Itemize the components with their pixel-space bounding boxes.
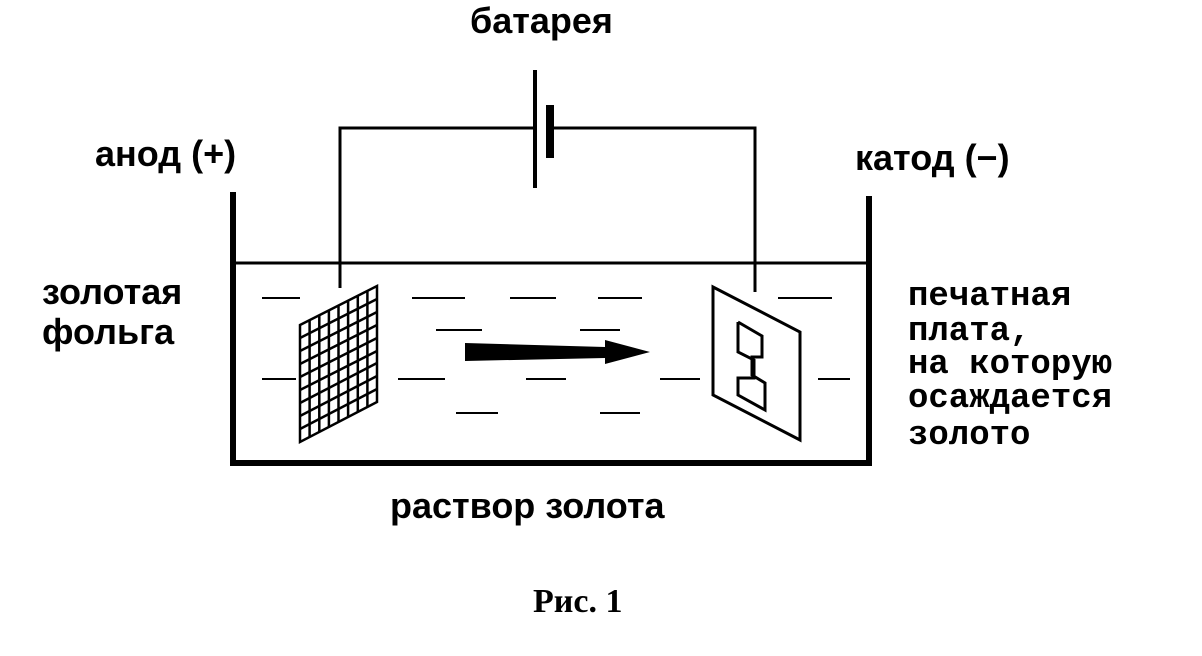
circuit-wires bbox=[338, 126, 757, 292]
gold-foil-label-line-2: фольга bbox=[42, 311, 175, 352]
battery-label: батарея bbox=[470, 0, 613, 41]
gold-foil-mesh bbox=[298, 283, 379, 445]
gold-foil-label-line-1: золотая bbox=[42, 271, 182, 312]
board-label-line-4: осаждается bbox=[908, 380, 1112, 418]
solution-label: раствор золота bbox=[390, 485, 666, 526]
cathode-label: катод (−) bbox=[855, 137, 1010, 178]
battery-symbol bbox=[533, 70, 554, 188]
figure-caption: Рис. 1 bbox=[533, 583, 622, 620]
tank bbox=[230, 192, 872, 466]
board-label-line-2: плата, bbox=[908, 313, 1030, 351]
solution-dashes bbox=[262, 297, 850, 414]
board-label-line-3: на которую bbox=[908, 346, 1112, 384]
anode-label: анод (+) bbox=[95, 133, 236, 174]
ion-flow-arrow bbox=[465, 340, 650, 364]
board-label-line-5: золото bbox=[908, 417, 1030, 455]
printed-circuit-board bbox=[711, 284, 802, 443]
board-label-line-1: печатная bbox=[908, 278, 1071, 316]
